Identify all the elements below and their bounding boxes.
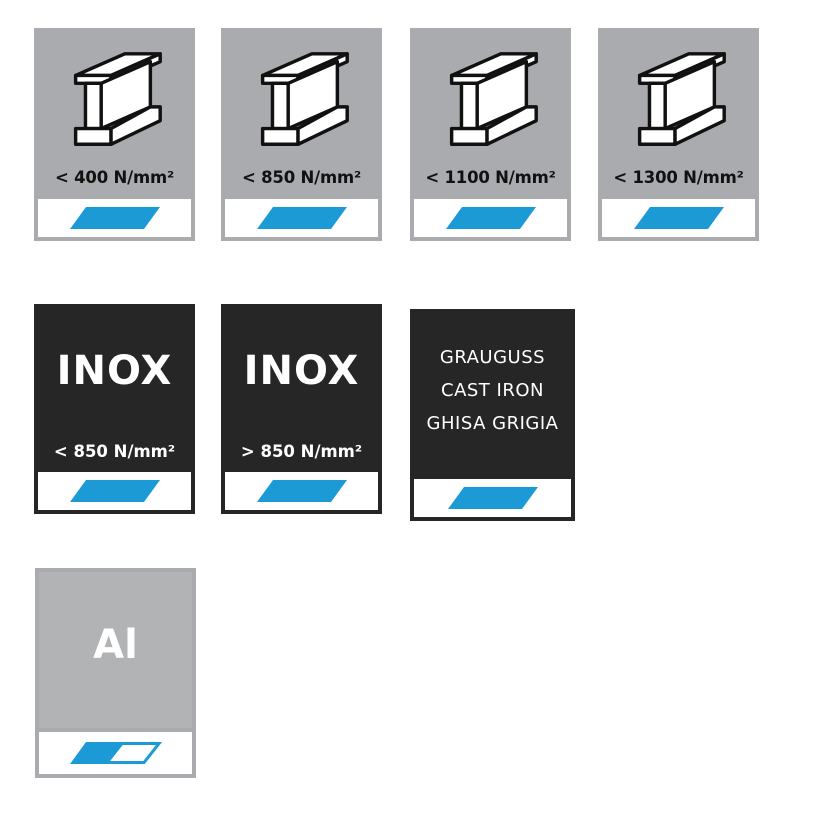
i-beam-icon xyxy=(260,52,349,146)
name-en: CAST IRON xyxy=(441,380,544,401)
blade-strip xyxy=(225,472,378,510)
i-beam-icon xyxy=(637,52,726,146)
aluminium-tile: Al xyxy=(35,568,196,778)
strength-label: < 850 N/mm² xyxy=(53,442,176,461)
blade-mark-icon xyxy=(69,207,160,229)
blade-mark-icon xyxy=(256,480,347,502)
inox-tile-1: INOX < 850 N/mm² xyxy=(34,304,195,514)
steel-tile-1: < 400 N/mm² xyxy=(34,28,195,241)
name-de: GRAUGUSS xyxy=(439,347,546,368)
steel-tile-4: < 1300 N/mm² xyxy=(598,28,759,241)
blade-strip xyxy=(414,479,571,517)
blade-mark-outline-icon xyxy=(69,742,162,764)
strength-label: < 850 N/mm² xyxy=(241,168,361,187)
i-beam-icon xyxy=(73,52,162,146)
blade-strip xyxy=(602,199,755,237)
blade-strip xyxy=(414,199,567,237)
blade-mark-icon xyxy=(447,487,538,509)
blade-strip xyxy=(38,199,191,237)
blade-strip xyxy=(38,472,191,510)
blade-mark-icon xyxy=(445,207,536,229)
steel-tile-2: < 850 N/mm² xyxy=(221,28,382,241)
cast-iron-tile: GRAUGUSS CAST IRON GHISA GRIGIA xyxy=(410,309,575,521)
strength-label: < 400 N/mm² xyxy=(54,168,174,187)
cast-iron-names: GRAUGUSS CAST IRON GHISA GRIGIA xyxy=(414,341,571,440)
strength-label: < 1300 N/mm² xyxy=(613,168,744,187)
blade-strip xyxy=(35,728,196,778)
i-beam-icon xyxy=(449,52,538,146)
strength-label: < 1100 N/mm² xyxy=(425,168,556,187)
blade-mark-icon xyxy=(256,207,347,229)
blade-mark-icon xyxy=(633,207,724,229)
material-title: Al xyxy=(93,622,138,668)
steel-tile-3: < 1100 N/mm² xyxy=(410,28,571,241)
material-title: INOX xyxy=(243,348,360,394)
material-title: INOX xyxy=(56,348,173,394)
name-it: GHISA GRIGIA xyxy=(426,413,559,434)
strength-label: > 850 N/mm² xyxy=(240,442,363,461)
blade-mark-icon xyxy=(69,480,160,502)
blade-strip xyxy=(225,199,378,237)
inox-tile-2: INOX > 850 N/mm² xyxy=(221,304,382,514)
